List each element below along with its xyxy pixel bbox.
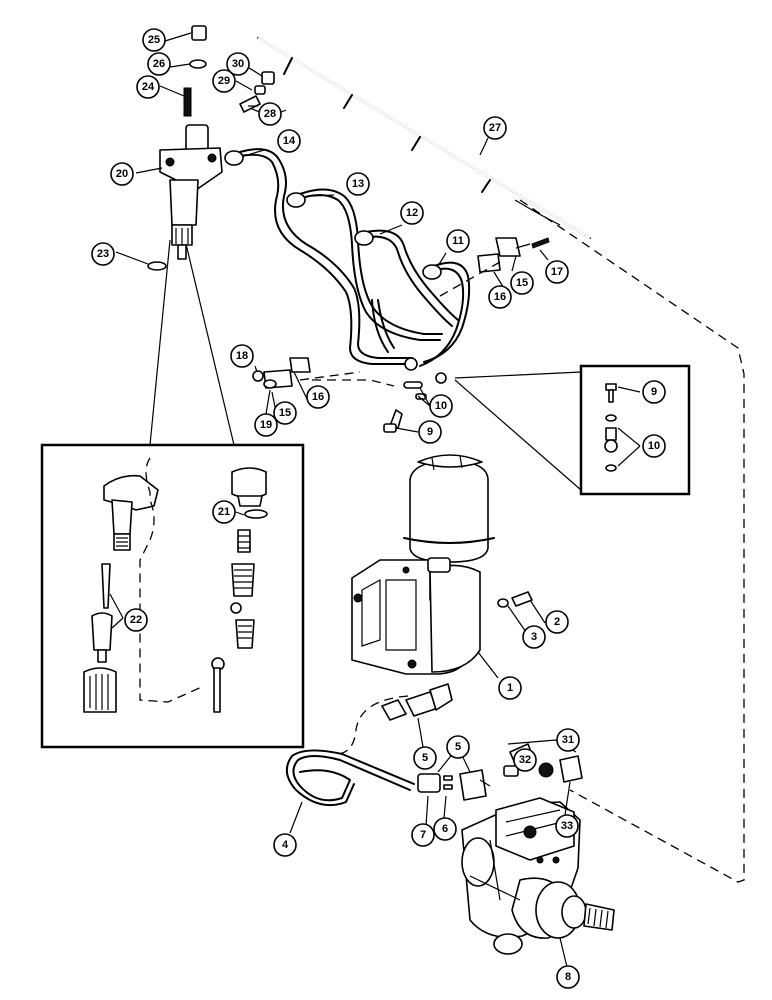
- assembly-dashed-outline: [312, 199, 745, 883]
- callout-label: 6: [442, 823, 448, 835]
- callout-27: 27: [483, 116, 507, 140]
- callout-21: 21: [212, 500, 236, 524]
- callout-3: 3: [522, 625, 546, 649]
- injector-detail-inset: [40, 239, 305, 749]
- callout-17: 17: [545, 260, 569, 284]
- callout-label: 31: [562, 734, 574, 746]
- injector-seal-washer: [147, 261, 167, 271]
- callout-28: 28: [258, 102, 282, 126]
- callout-12: 12: [400, 201, 424, 225]
- callout-25: 25: [142, 28, 166, 52]
- injector-assembly: [159, 124, 223, 260]
- callout-22: 22: [124, 608, 148, 632]
- callout-32: 32: [513, 748, 537, 772]
- callout-20: 20: [110, 162, 134, 186]
- callout-9a: 9: [642, 380, 666, 404]
- callout-6: 6: [433, 817, 457, 841]
- callout-label: 14: [283, 135, 296, 147]
- injection-pipes: [224, 148, 471, 367]
- callout-label: 13: [352, 178, 364, 190]
- stud-nut: [191, 25, 207, 41]
- callout-label: 5: [422, 752, 428, 764]
- filter-bolt-washer: [497, 591, 533, 608]
- callout-label: 22: [130, 614, 142, 626]
- callout-18: 18: [230, 344, 254, 368]
- callout-10b: 10: [642, 434, 666, 458]
- fuel-filter: [351, 454, 495, 675]
- injection-pump: [461, 797, 615, 955]
- callout-15a: 15: [510, 271, 534, 295]
- callout-16b: 16: [306, 385, 330, 409]
- callout-label: 17: [551, 266, 563, 278]
- callout-label: 25: [148, 34, 160, 46]
- callout-5a: 5: [413, 746, 437, 770]
- callout-label: 12: [406, 207, 418, 219]
- callout-label: 16: [312, 391, 324, 403]
- callout-label: 18: [236, 350, 248, 362]
- callout-label: 24: [142, 81, 155, 93]
- callout-2: 2: [545, 610, 569, 634]
- callout-7: 7: [411, 823, 435, 847]
- injector-stud: [183, 87, 192, 117]
- filter-outlet-fittings: [381, 683, 453, 721]
- pipe-fittings: [417, 769, 491, 801]
- callout-label: 21: [218, 506, 230, 518]
- callout-30: 30: [226, 52, 250, 76]
- callout-label: 9: [651, 386, 657, 398]
- callout-label: 19: [260, 419, 272, 431]
- callout-label: 11: [452, 235, 464, 247]
- callout-label: 30: [232, 58, 244, 70]
- callout-label: 33: [561, 820, 573, 832]
- leak-off-pipe: [257, 37, 591, 239]
- callout-label: 15: [516, 277, 528, 289]
- callout-29: 29: [212, 69, 236, 93]
- callout-label: 32: [519, 754, 531, 766]
- callout-11: 11: [446, 229, 470, 253]
- stud-washer: [189, 59, 207, 69]
- callout-label: 26: [153, 58, 165, 70]
- nut-and-washer: [252, 370, 277, 389]
- callout-label: 4: [282, 839, 289, 851]
- callout-31: 31: [556, 728, 580, 752]
- callout-15b: 15: [273, 401, 297, 425]
- callout-4: 4: [273, 833, 297, 857]
- callout-label: 7: [420, 829, 426, 841]
- callout-14: 14: [277, 129, 301, 153]
- callout-33: 33: [555, 814, 579, 838]
- callout-label: 5: [455, 741, 461, 753]
- callout-19: 19: [254, 413, 278, 437]
- callout-label: 9: [427, 426, 433, 438]
- callout-8: 8: [556, 965, 580, 989]
- callout-16a: 16: [488, 285, 512, 309]
- callout-label: 29: [218, 75, 230, 87]
- callout-1: 1: [498, 676, 522, 700]
- callout-23: 23: [91, 242, 115, 266]
- banjo-detail-inset: [454, 364, 691, 496]
- callout-9b: 9: [418, 420, 442, 444]
- callout-label: 27: [489, 122, 501, 134]
- callout-26: 26: [147, 52, 171, 76]
- fuel-supply-pipe: [285, 695, 415, 806]
- callout-label: 1: [507, 682, 513, 694]
- callout-label: 15: [279, 407, 291, 419]
- callout-5b: 5: [446, 735, 470, 759]
- callout-label: 28: [264, 108, 276, 120]
- callout-leaders: [109, 32, 641, 968]
- callout-label: 2: [554, 616, 560, 628]
- callout-13: 13: [346, 172, 370, 196]
- banjo-bolt-and-washers: [383, 357, 447, 433]
- callout-24: 24: [136, 75, 160, 99]
- callout-label: 16: [494, 291, 506, 303]
- callout-10a: 10: [429, 394, 453, 418]
- callout-label: 23: [97, 248, 109, 260]
- callout-label: 10: [648, 440, 660, 452]
- callout-label: 20: [116, 168, 128, 180]
- callout-label: 10: [435, 400, 447, 412]
- callout-label: 3: [531, 631, 537, 643]
- callout-label: 8: [565, 971, 571, 983]
